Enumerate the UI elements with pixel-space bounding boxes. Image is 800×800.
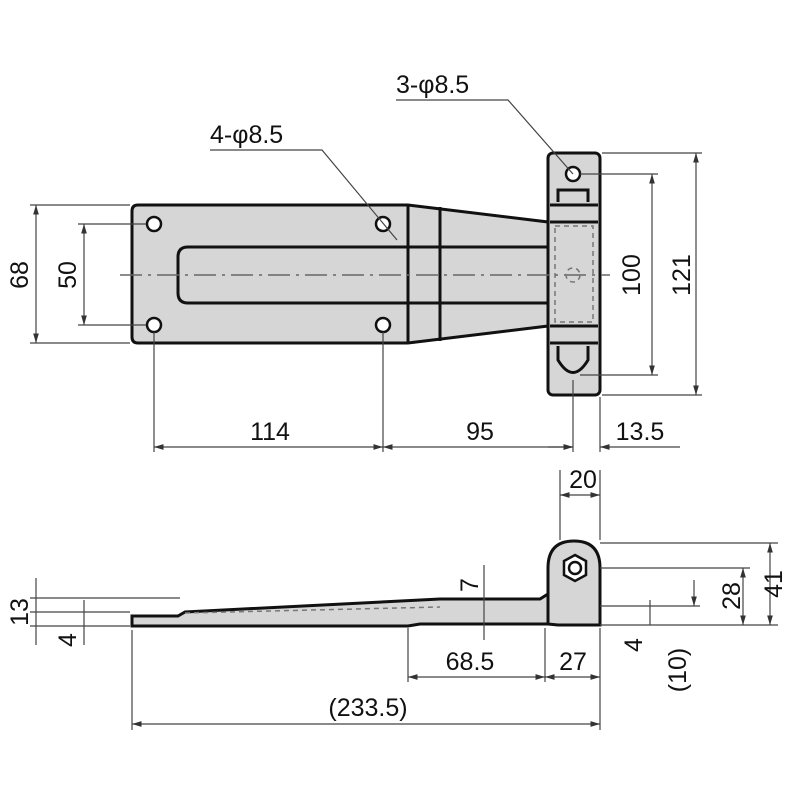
- dim-10-ref: (10): [664, 648, 692, 692]
- top-view: 4-φ8.5 3-φ8.5 68 50 100 121 114 95 13.5: [6, 71, 702, 452]
- hole: [374, 316, 392, 334]
- hole: [145, 215, 163, 233]
- dim-4-plate: 4: [54, 633, 82, 647]
- dim-28: 28: [718, 582, 746, 610]
- knuckle: [546, 539, 602, 627]
- dim-68-5: 68.5: [446, 648, 495, 676]
- dim-100: 100: [618, 254, 646, 296]
- dim-121: 121: [668, 254, 696, 296]
- dim-68: 68: [6, 261, 34, 289]
- dim-20: 20: [569, 466, 597, 494]
- dim-7: 7: [456, 578, 484, 592]
- dim-114: 114: [250, 418, 290, 446]
- dim-27: 27: [559, 648, 587, 676]
- dim-95: 95: [466, 418, 494, 446]
- hinge-leaf: [546, 151, 602, 397]
- callout-leaf-holes: 3-φ8.5: [396, 71, 469, 99]
- dim-41: 41: [760, 570, 788, 598]
- side-view: 20 41 28 4 (10) 7 13 4 68.5 27 (233.5): [6, 466, 788, 730]
- dim-233-5: (233.5): [328, 694, 407, 722]
- dim-13: 13: [6, 598, 34, 626]
- dim-50: 50: [54, 261, 82, 289]
- callout-plate-holes: 4-φ8.5: [210, 121, 283, 149]
- dim-13-5: 13.5: [616, 418, 665, 446]
- mounting-plate: [130, 203, 550, 345]
- dim-4-leaf: 4: [620, 638, 648, 652]
- hole: [145, 316, 163, 334]
